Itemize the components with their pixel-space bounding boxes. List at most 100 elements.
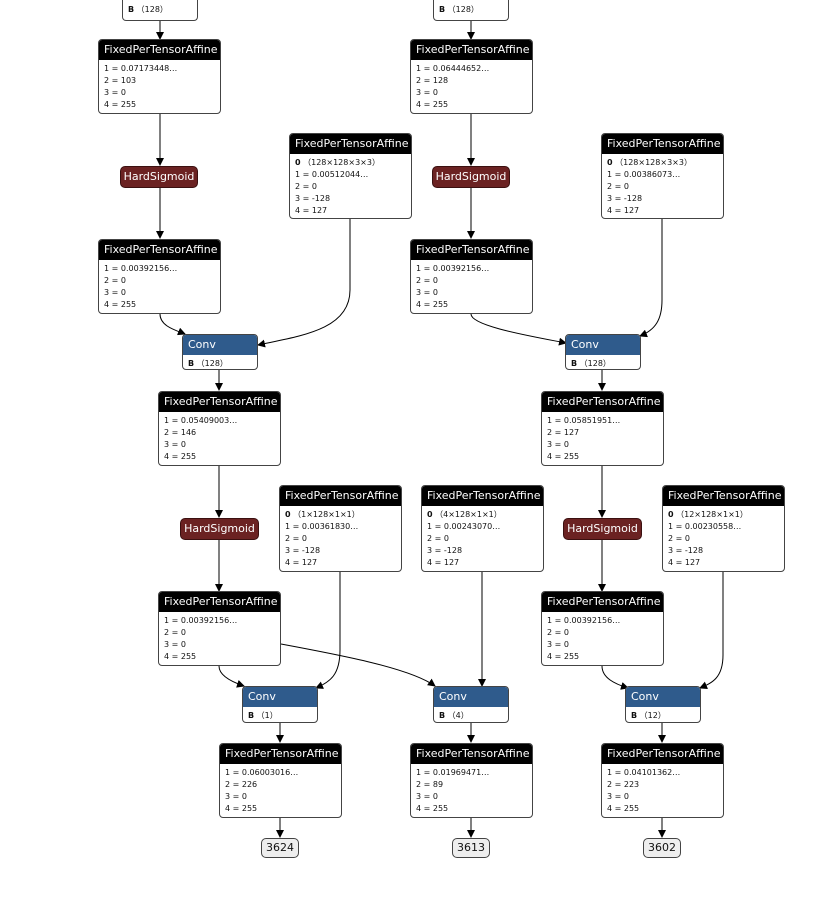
output-node[interactable]: 3602 [643,838,681,858]
param-row: 1 = 0.04101362… [607,767,718,779]
param-value: 2 = 0 [547,628,569,637]
output-node[interactable]: 3624 [261,838,299,858]
fixed-per-tensor-affine-node[interactable]: FixedPerTensorAffine 1 = 0.07173448… 2 = 1… [98,39,221,114]
param-value: 4 = 127 [295,206,328,215]
param-row: 1 = 0.06444652… [416,63,527,75]
param-value: 1 = 0.00392156… [416,264,490,273]
param-value: 1 = 0.00386073… [607,170,681,179]
param-value: 1 = 0.00361830… [285,522,359,531]
param-value: 2 = 127 [547,428,580,437]
output-node[interactable]: 3613 [452,838,490,858]
node-title: FixedPerTensorAffine [99,40,220,60]
edge [257,219,351,348]
param-value: 4 = 255 [547,652,580,661]
param-row: 1 = 0.00243070… [427,521,538,533]
hard-sigmoid-node[interactable]: HardSigmoid [180,518,259,540]
param-value: 2 = 89 [416,780,444,789]
param-row: 2 = 0 [416,275,527,287]
param-value: （128×128×3×3） [303,158,380,167]
edge [159,313,186,336]
param-value: 2 = 0 [164,628,186,637]
param-value: 4 = 127 [607,206,640,215]
param-value: 2 = 103 [104,76,137,85]
node-title: FixedPerTensorAffine [159,592,280,612]
top-input-node-left[interactable]: B （128） [122,0,198,21]
hard-sigmoid-node[interactable]: HardSigmoid [432,166,510,188]
node-title: Conv [434,687,508,707]
param-value: 4 = 127 [427,558,460,567]
param-value: 1 = 0.00243070… [427,522,501,531]
param-row: 3 = 0 [104,87,215,99]
param-value: 3 = 0 [164,640,186,649]
param-value: （128） [579,359,611,368]
top-input-node-right[interactable]: B （128） [433,0,509,21]
fixed-per-tensor-affine-node[interactable]: FixedPerTensorAffine 1 = 0.00392156… 2 = 0… [410,239,533,314]
param-row: 4 = 255 [547,651,658,663]
hard-sigmoid-node[interactable]: HardSigmoid [563,518,642,540]
node-title: FixedPerTensorAffine [542,392,663,412]
param-key: 0 [295,158,301,167]
param-value: 3 = 0 [225,792,247,801]
node-params: B （12） [626,707,700,722]
param-value: 1 = 0.07173448… [104,64,178,73]
param-value: 2 = 0 [104,276,126,285]
param-row: 3 = 0 [164,439,275,451]
param-row: 3 = 0 [416,87,527,99]
fixed-per-tensor-affine-weight-node[interactable]: FixedPerTensorAffine 0 （12×128×1×1）1 = 0.… [662,485,785,572]
param-row: 3 = 0 [607,791,718,803]
param-value: 4 = 255 [416,804,449,813]
param-row: 0 （128×128×3×3） [607,157,718,169]
param-value: 1 = 0.04101362… [607,768,681,777]
param-row: 1 = 0.00230558… [668,521,779,533]
param-row: 1 = 0.00361830… [285,521,396,533]
param-value: （128） [196,359,228,368]
node-title: FixedPerTensorAffine [663,486,784,506]
node-title: FixedPerTensorAffine [159,392,280,412]
param-row: 1 = 0.00392156… [416,263,527,275]
param-row: 0 （12×128×1×1） [668,509,779,521]
hard-sigmoid-node[interactable]: HardSigmoid [120,166,198,188]
param-value: （1×128×1×1） [293,510,360,519]
param-row: 1 = 0.00512044… [295,169,406,181]
param-value: 2 = 0 [285,534,307,543]
edge [639,219,663,338]
node-title: FixedPerTensorAffine [411,240,532,260]
param-value: 4 = 255 [104,300,137,309]
param-value: （12×128×1×1） [676,510,748,519]
param-row: 4 = 127 [607,205,718,217]
param-value: 2 = 0 [607,182,629,191]
param-row: 4 = 127 [427,557,538,569]
edge [315,572,341,689]
param-value: （4×128×1×1） [435,510,502,519]
param-value: 4 = 255 [416,300,449,309]
edge [699,572,724,689]
param-key: B [571,359,578,368]
param-value: 3 = 0 [416,88,438,97]
node-title: Conv [243,687,317,707]
param-value: 2 = 223 [607,780,640,789]
param-value: （1） [256,711,278,720]
